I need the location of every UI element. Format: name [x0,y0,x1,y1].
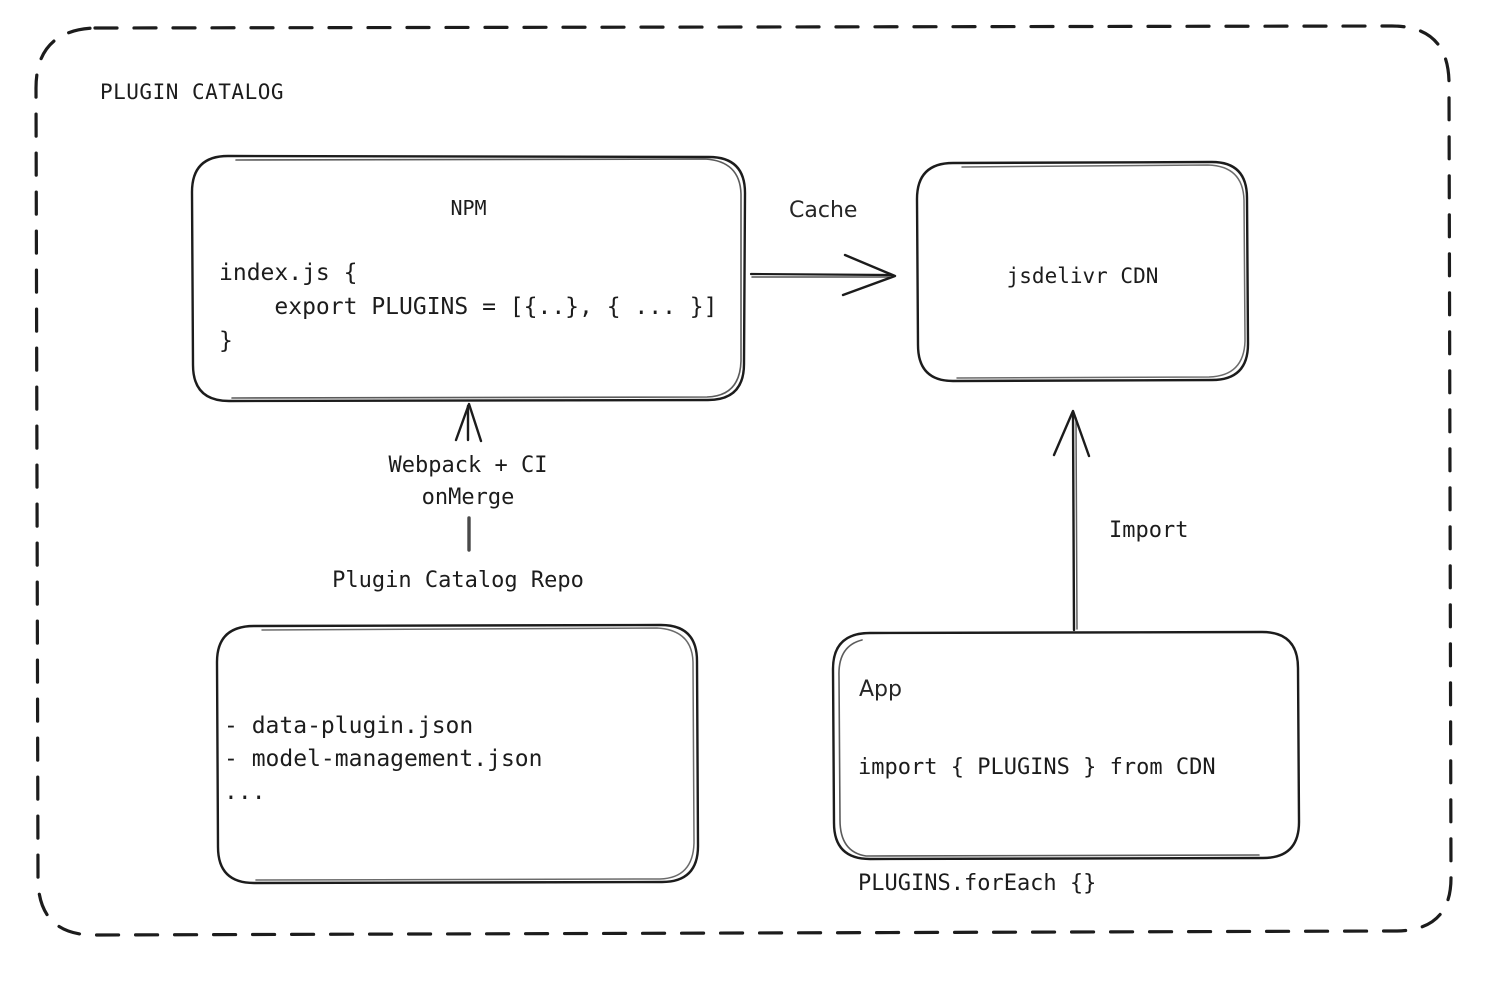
repo-node-caption: Plugin Catalog Repo [332,568,584,593]
app-node-title: App [859,677,902,702]
repo-node-items: - data-plugin.json - model-management.js… [224,713,543,805]
cdn-node-title: jsdelivr CDN [1006,264,1159,288]
edge-label-webpack-ci-onmerge: Webpack + CI onMerge [388,453,548,510]
container-title: PLUGIN CATALOG [100,80,285,104]
arrow-npm-to-cdn-head [841,253,897,297]
arrow-npm-to-cdn-shaft [749,272,894,277]
arrow-app-to-cdn-shaft-2 [1075,417,1078,630]
edge-label-import: Import [1109,518,1189,543]
npm-node-title: NPM [450,196,487,220]
edge-label-cache: Cache [789,198,858,223]
arrow-app-to-cdn-shaft [1071,411,1076,632]
arrow-app-to-cdn-head [1052,409,1091,458]
npm-node-code: index.js { export PLUGINS = [{..}, { ...… [219,260,718,354]
arrow-repo-to-npm-head [454,402,483,443]
app-node-code: import { PLUGINS } from CDN PLUGINS.forE… [858,755,1216,896]
